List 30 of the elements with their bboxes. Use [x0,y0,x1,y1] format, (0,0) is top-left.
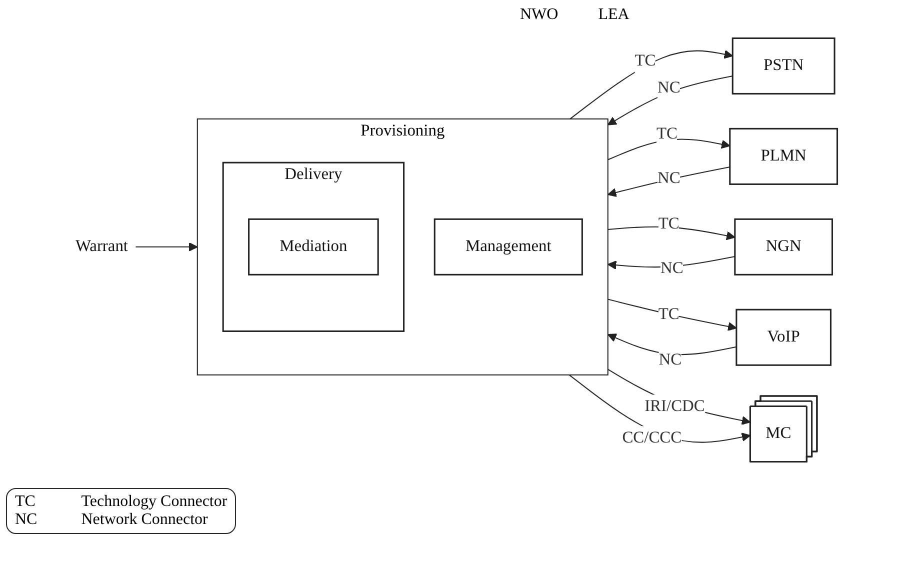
arrow [607,166,730,197]
edge-label: IRI/CDC [644,398,705,416]
edge-label: CC/CCC [622,429,682,447]
edge-label: TC [658,215,680,233]
legend-text: Network Connector [81,511,209,529]
edge-label: TC [634,52,656,70]
abbreviation: NC [15,511,38,529]
edge-label: NC [657,79,680,97]
legend-text: Technology Connector [81,493,228,511]
node-box: PSTN [732,37,836,94]
abbreviation: TC [15,493,36,511]
arrow [570,50,734,120]
edge-label: NC [657,170,680,188]
arrow [136,242,198,252]
arrow [608,298,737,331]
node-text: Warrant [75,238,128,256]
edge-label: TC [658,306,680,323]
node-box: NGN [734,218,833,276]
node-box: Mediation [248,218,379,276]
region-label: LEA [598,6,630,24]
node-box: VoIP [736,308,832,366]
edge-label: TC [656,125,678,143]
region-label: NWO [520,6,558,24]
node-box: PLMN [729,128,838,185]
arrow [608,368,751,425]
edge-label: NC [660,260,684,278]
arrow [607,76,733,126]
edge-label: NC [658,351,682,368]
arrow [568,374,751,443]
node-box: Management [434,218,583,276]
